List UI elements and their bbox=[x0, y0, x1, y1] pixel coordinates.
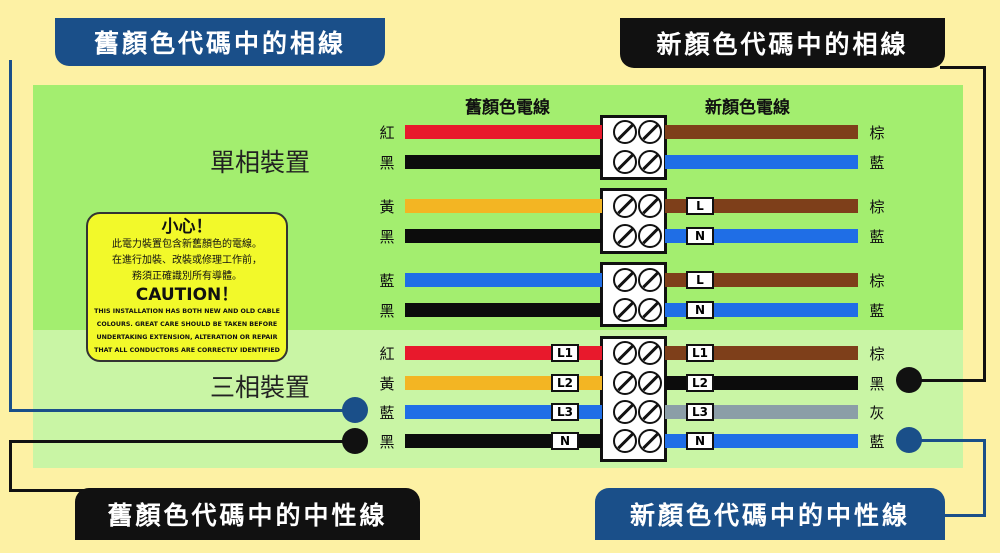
terminal-screw-icon bbox=[613, 120, 637, 144]
terminal-block bbox=[600, 336, 667, 462]
old-color-label: 黑 bbox=[379, 228, 395, 246]
new-phase-connector-line bbox=[910, 379, 986, 382]
new-terminal-tag: N bbox=[686, 432, 714, 450]
old-terminal-tag: N bbox=[551, 432, 579, 450]
old-neutral-connector-line bbox=[9, 489, 89, 492]
new-color-label: 藍 bbox=[869, 433, 885, 451]
terminal-screw-icon bbox=[638, 268, 662, 292]
new-neutral-connector-line bbox=[940, 514, 986, 517]
caution-title-en: CAUTION！ bbox=[135, 285, 239, 305]
caution-text-zh: 務須正確識別所有導體。 bbox=[132, 271, 242, 282]
new-terminal-tag: N bbox=[686, 227, 714, 245]
new-terminal-tag: L3 bbox=[686, 403, 714, 421]
new-wire bbox=[665, 155, 858, 169]
terminal-screw-icon bbox=[638, 150, 662, 174]
old-terminal-tag: L2 bbox=[551, 374, 579, 392]
new-terminal-tag: N bbox=[686, 301, 714, 319]
old-color-label: 黃 bbox=[379, 198, 395, 216]
caution-text-en: COLOURS. GREAT CARE SHOULD BE TAKEN BEFO… bbox=[96, 321, 278, 328]
terminal-screw-icon bbox=[638, 429, 662, 453]
old-color-label: 黑 bbox=[379, 433, 395, 451]
new-color-label: 黑 bbox=[869, 375, 885, 393]
old-wires-header: 舊顏色電線 bbox=[465, 98, 550, 118]
terminal-screw-icon bbox=[613, 371, 637, 395]
new-color-label: 棕 bbox=[869, 272, 885, 290]
terminal-screw-icon bbox=[613, 224, 637, 248]
terminal-screw-icon bbox=[613, 150, 637, 174]
old-phase-connector-line bbox=[9, 60, 12, 412]
old-phase-connector-line bbox=[9, 409, 354, 412]
new-phase-connector-line bbox=[940, 66, 986, 69]
terminal-screw-icon bbox=[638, 341, 662, 365]
new-wire bbox=[665, 125, 858, 139]
old-color-label: 藍 bbox=[379, 272, 395, 290]
new-terminal-tag: L bbox=[686, 197, 714, 215]
old-neutral-marker-dot bbox=[342, 428, 368, 454]
new-neutral-connector-line bbox=[983, 439, 986, 517]
new-phase-marker-dot bbox=[896, 367, 922, 393]
old-color-label: 藍 bbox=[379, 404, 395, 422]
terminal-screw-icon bbox=[613, 400, 637, 424]
new-phase-connector-line bbox=[983, 66, 986, 382]
new-terminal-tag: L2 bbox=[686, 374, 714, 392]
old-wire bbox=[405, 273, 602, 287]
terminal-screw-icon bbox=[613, 194, 637, 218]
new-color-label: 棕 bbox=[869, 345, 885, 363]
three-phase-label: 三相裝置 bbox=[210, 373, 311, 402]
caution-text-en: THAT ALL CONDUCTORS ARE CORRECTLY IDENTI… bbox=[94, 347, 280, 354]
single-phase-label: 單相裝置 bbox=[210, 148, 311, 177]
new-color-label: 藍 bbox=[869, 154, 885, 172]
old-neutral-title: 舊顏色代碼中的中性線 bbox=[75, 488, 420, 540]
old-color-label: 黑 bbox=[379, 302, 395, 320]
old-color-label: 黑 bbox=[379, 154, 395, 172]
caution-text-en: THIS INSTALLATION HAS BOTH NEW AND OLD C… bbox=[94, 308, 280, 315]
caution-notice: 小心！ 此電力裝置包含新舊顏色的電線。 在進行加裝、改裝或修理工作前， 務須正確… bbox=[86, 212, 288, 362]
terminal-block bbox=[600, 115, 667, 180]
old-wire bbox=[405, 199, 602, 213]
old-color-label: 紅 bbox=[379, 124, 395, 142]
new-terminal-tag: L bbox=[686, 271, 714, 289]
new-color-label: 藍 bbox=[869, 302, 885, 320]
new-color-label: 藍 bbox=[869, 228, 885, 246]
terminal-block bbox=[600, 188, 667, 254]
new-color-label: 灰 bbox=[869, 404, 885, 422]
caution-text-zh: 此電力裝置包含新舊顏色的電線。 bbox=[112, 239, 262, 250]
old-phase-title: 舊顏色代碼中的相線 bbox=[55, 18, 385, 66]
caution-text-zh: 在進行加裝、改裝或修理工作前， bbox=[112, 255, 262, 266]
old-wire bbox=[405, 125, 602, 139]
terminal-screw-icon bbox=[613, 298, 637, 322]
terminal-screw-icon bbox=[638, 120, 662, 144]
terminal-screw-icon bbox=[638, 298, 662, 322]
old-wire bbox=[405, 229, 602, 243]
old-neutral-connector-line bbox=[9, 440, 12, 492]
new-phase-title: 新顏色代碼中的相線 bbox=[620, 18, 945, 68]
new-color-label: 棕 bbox=[869, 124, 885, 142]
new-neutral-marker-dot bbox=[896, 427, 922, 453]
new-color-label: 棕 bbox=[869, 198, 885, 216]
old-wire bbox=[405, 155, 602, 169]
terminal-screw-icon bbox=[613, 341, 637, 365]
terminal-screw-icon bbox=[638, 224, 662, 248]
old-terminal-tag: L3 bbox=[551, 403, 579, 421]
terminal-screw-icon bbox=[638, 371, 662, 395]
new-neutral-title: 新顏色代碼中的中性線 bbox=[595, 488, 945, 540]
new-terminal-tag: L1 bbox=[686, 344, 714, 362]
old-wire bbox=[405, 303, 602, 317]
terminal-screw-icon bbox=[613, 268, 637, 292]
new-neutral-connector-line bbox=[910, 439, 986, 442]
old-color-label: 紅 bbox=[379, 345, 395, 363]
terminal-screw-icon bbox=[638, 400, 662, 424]
new-wires-header: 新顏色電線 bbox=[705, 98, 790, 118]
old-neutral-connector-line bbox=[9, 440, 354, 443]
old-phase-marker-dot bbox=[342, 397, 368, 423]
terminal-screw-icon bbox=[613, 429, 637, 453]
caution-title-zh: 小心！ bbox=[161, 217, 213, 237]
old-color-label: 黃 bbox=[379, 375, 395, 393]
terminal-block bbox=[600, 262, 667, 327]
old-terminal-tag: L1 bbox=[551, 344, 579, 362]
caution-text-en: UNDERTAKING EXTENSION, ALTERATION OR REP… bbox=[96, 334, 278, 341]
terminal-screw-icon bbox=[638, 194, 662, 218]
